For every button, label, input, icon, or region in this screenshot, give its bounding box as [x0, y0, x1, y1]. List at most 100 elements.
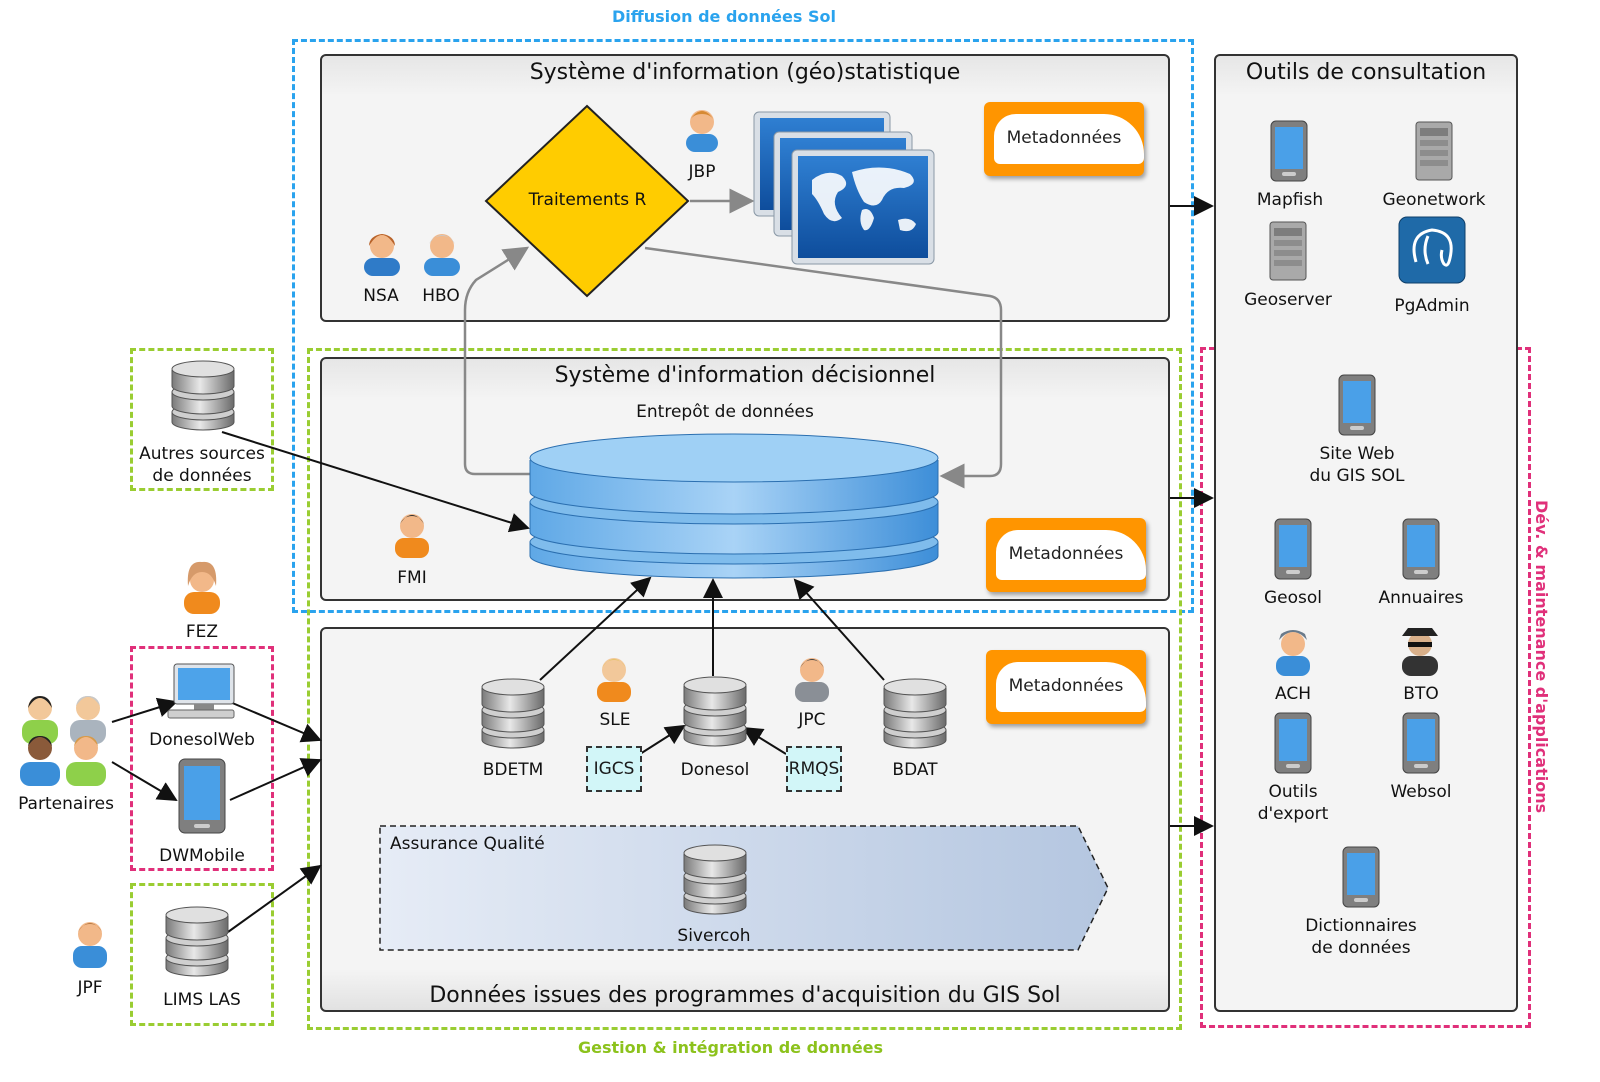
warehouse-to-traitements-arrow [463, 246, 530, 476]
partenaires-to-dwmobile-arrow [111, 761, 178, 802]
partner-apps-frame [130, 646, 274, 871]
siteweb-label-line1: Site Web [1319, 444, 1395, 464]
mobile-device-icon-annuaires [1402, 518, 1440, 580]
rmqs-to-donesol-arrow [742, 726, 787, 755]
traitements-r-diamond [484, 104, 690, 298]
geostat-panel: Système d'information (géo)statistique [320, 54, 1170, 322]
entrepot-label: Entrepôt de données [636, 402, 814, 422]
donesolweb-label: DonesolWeb [149, 730, 255, 750]
world-map-icon [753, 111, 935, 265]
person-icon-nsa [364, 234, 400, 276]
database-icon-autres [171, 360, 235, 431]
metadonnees-geostat: Metadonnées [984, 102, 1144, 176]
annuaires-label: Annuaires [1378, 588, 1464, 608]
postgresql-elephant-icon [1398, 216, 1466, 284]
person-icon-jpc [795, 658, 829, 702]
source-box-rmqs: RMQS [786, 746, 842, 792]
mobile-device-icon-siteweb [1338, 374, 1376, 436]
database-label-bdat: BDAT [892, 760, 938, 780]
metadonnees-decisionnel-label: Metadonnées [1008, 544, 1124, 564]
mobile-device-icon-dwmobile [178, 758, 226, 834]
person-icon-hbo [424, 234, 460, 276]
person-icon-jpf [73, 922, 107, 968]
person-icon-sle [597, 658, 631, 702]
person-label-sle: SLE [599, 710, 631, 730]
person-label-fez: FEZ [185, 622, 219, 642]
autres-sources-label-line2: de données [152, 466, 252, 486]
person-icon-fez [184, 561, 220, 614]
database-label-sivercoh: Sivercoh [677, 926, 751, 946]
autres-sources-label-line1: Autres sources [139, 444, 265, 464]
database-icon-donesol [683, 676, 747, 747]
lims-frame [130, 883, 274, 1026]
dwmobile-label: DWMobile [159, 846, 245, 866]
outils-panel: Outils de consultation [1214, 54, 1518, 1012]
database-icon-bdat [883, 678, 947, 749]
geoserver-label: Geoserver [1244, 290, 1332, 310]
metadonnees-geostat-label: Metadonnées [1006, 128, 1122, 148]
person-label-jbp: JBP [688, 162, 716, 182]
acquisition-title: Données issues des programmes d'acquisit… [429, 983, 1061, 1008]
metadonnees-acquisition: Metadonnées [986, 650, 1146, 724]
database-label-donesol: Donesol [680, 760, 750, 780]
dwmobile-to-acquisition-arrow [229, 758, 322, 801]
mobile-device-icon-websol [1402, 712, 1440, 774]
mobile-device-icon-geosol [1274, 518, 1312, 580]
source-box-igcs: IGCS [586, 746, 642, 792]
diffusion-group-title: Diffusion de données Sol [612, 7, 836, 26]
outils-title: Outils de consultation [1245, 60, 1487, 85]
server-icon-geonetwork [1415, 121, 1453, 181]
partenaires-label: Partenaires [18, 794, 114, 814]
geostat-title: Système d'information (géo)statistique [529, 60, 961, 85]
database-icon-bdetm [481, 678, 545, 749]
person-label-bto: BTO [1403, 684, 1439, 704]
autres-to-warehouse-arrow [221, 431, 530, 533]
entrepot-database-icon [529, 433, 939, 579]
partenaires-to-donesolweb-arrow [111, 697, 178, 723]
websol-label: Websol [1390, 782, 1452, 802]
decisionnel-title: Système d'information décisionnel [554, 363, 936, 388]
person-label-nsa: NSA [363, 286, 399, 306]
partenaires-group-icon [20, 696, 106, 786]
assurance-qualite-label: Assurance Qualité [390, 834, 545, 854]
person-icon-fmi [395, 514, 429, 558]
bdat-to-warehouse-arrow [793, 578, 885, 681]
database-icon-sivercoh [683, 844, 747, 915]
siteweb-label-line2: du GIS SOL [1309, 466, 1405, 486]
person-label-hbo: HBO [422, 286, 460, 306]
server-icon-geoserver [1269, 221, 1307, 281]
diffusion-group-frame [292, 39, 1194, 613]
dictionnaires-label-line1: Dictionnaires [1305, 916, 1417, 936]
autres-sources-frame [130, 348, 274, 491]
person-label-ach: ACH [1275, 684, 1311, 704]
gestion-group-frame [307, 348, 1182, 1030]
geonetwork-label: Geonetwork [1382, 190, 1486, 210]
dictionnaires-label-line2: de données [1311, 938, 1411, 958]
person-icon-jbp [686, 110, 718, 152]
traitements-to-warehouse-arrow [644, 246, 1003, 489]
pgadmin-label: PgAdmin [1394, 296, 1470, 316]
mobile-device-icon-dictionnaires [1342, 846, 1380, 908]
outils-export-label-line1: Outils [1268, 782, 1318, 802]
lims-to-acquisition-arrow [227, 864, 322, 933]
donesolweb-to-acquisition-arrow [229, 701, 322, 743]
database-label-bdetm: BDETM [482, 760, 544, 780]
person-label-jpc: JPC [798, 710, 826, 730]
mobile-device-icon-mapfish [1270, 120, 1308, 182]
person-label-jpf: JPF [77, 978, 103, 998]
person-label-fmi: FMI [397, 568, 427, 588]
desktop-computer-icon [167, 663, 235, 719]
metadonnees-acquisition-label: Metadonnées [1008, 676, 1124, 696]
geosol-label: Geosol [1263, 588, 1322, 608]
person-icon-ach [1276, 630, 1310, 676]
outils-export-label-line2: d'export [1257, 804, 1329, 824]
metadonnees-decisionnel: Metadonnées [986, 518, 1146, 592]
mobile-device-icon-outils-export [1274, 712, 1312, 774]
igcs-to-donesol-arrow [639, 724, 686, 755]
person-icon-bto [1402, 628, 1438, 676]
database-icon-lims [165, 906, 229, 977]
lims-las-label: LIMS LAS [163, 990, 241, 1010]
traitements-r-label: Traitements R [528, 190, 647, 210]
gestion-group-title: Gestion & intégration de données [578, 1038, 884, 1057]
